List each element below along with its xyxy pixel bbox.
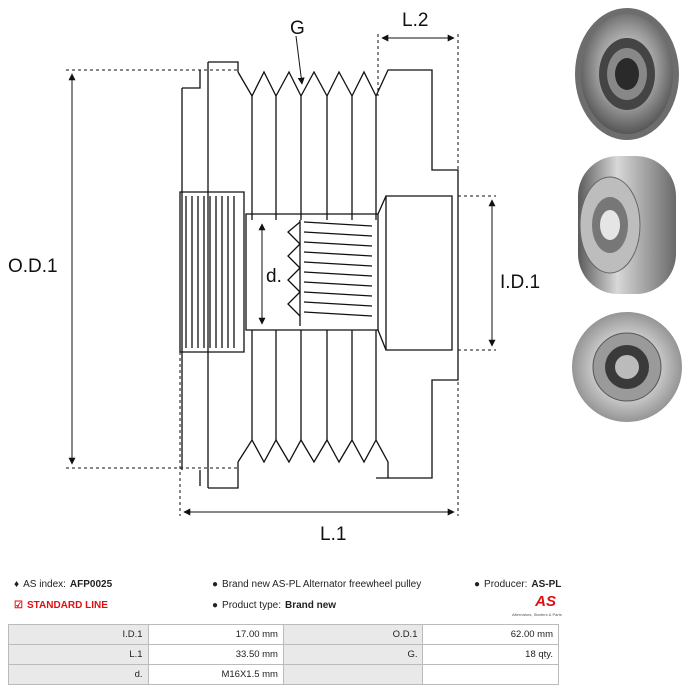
label-od1: O.D.1 [8,256,58,277]
checkbox-icon: ☑ [14,600,23,611]
standard-line-badge: ☑ STANDARD LINE [14,600,108,611]
product-type-value: Brand new [284,600,337,611]
producer: ● Producer: AS-PL [474,579,562,590]
product-type: ● Product type: Brand new [212,600,337,611]
label-d: d. [266,266,282,287]
table-row: I.D.1 17.00 mm O.D.1 62.00 mm [8,624,559,645]
table-row: d. M16X1.5 mm [8,664,559,685]
as-index-value: AFP0025 [69,579,113,590]
description: ● Brand new AS-PL Alternator freewheel p… [212,579,422,590]
pulley-technical-drawing: G L.2 O.D.1 I.D.1 d. L.1 [8,10,540,545]
as-index: ♦ AS index: AFP0025 [14,579,113,590]
label-l1: L.1 [320,524,346,545]
pulley-photo-side [578,156,676,294]
label-g: G [290,18,305,39]
pulley-photo-top [575,8,679,140]
info-icon: ● [212,579,219,590]
label-id1: I.D.1 [500,272,540,293]
info-icon: ● [212,600,219,611]
as-pl-logo: AS Alternators, Starters & Parts [512,593,562,617]
tag-icon: ♦ [14,579,20,590]
specs-table: I.D.1 17.00 mm O.D.1 62.00 mm L.1 33.50 … [8,624,559,685]
producer-value: AS-PL [531,579,562,590]
table-row: L.1 33.50 mm G. 18 qty. [8,644,559,665]
pulley-photo-back [572,312,682,422]
info-icon: ● [474,579,481,590]
label-l2: L.2 [402,10,428,31]
